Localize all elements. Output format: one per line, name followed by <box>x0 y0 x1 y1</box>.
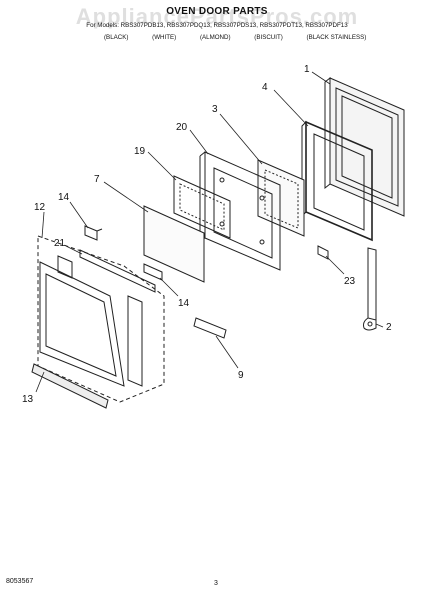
leader-lines <box>35 71 384 393</box>
callout-23: 23 <box>344 276 356 287</box>
finish-label: (ALMOND) <box>199 34 231 41</box>
finish-label: (WHITE) <box>152 34 177 41</box>
callout-2: 2 <box>386 322 392 333</box>
finish-label: (BISCUIT) <box>254 34 283 41</box>
bracket-lower <box>143 263 163 281</box>
top-trim <box>79 249 156 293</box>
diagram-code: 8053567 <box>6 578 34 585</box>
vent-trim <box>193 317 227 339</box>
callout-12: 12 <box>34 202 46 213</box>
inner-glass <box>143 205 205 283</box>
callout-1: 1 <box>304 64 310 75</box>
bracket-upper <box>84 225 103 241</box>
outer-door-panel <box>324 76 405 217</box>
inner-liner <box>199 151 281 271</box>
window-glass <box>257 159 305 237</box>
callout-4: 4 <box>262 82 268 93</box>
callout-13: 13 <box>22 394 34 405</box>
model-list: For Models: RBS307PDB13, RBS307PDQ13, RB… <box>86 22 348 29</box>
page-title: OVEN DOOR PARTS <box>166 6 268 17</box>
callout-14: 14 <box>178 298 190 309</box>
callout-9: 9 <box>238 370 244 381</box>
door-handle <box>31 363 109 409</box>
finish-list: (BLACK) (WHITE) (ALMOND) (BISCUIT) (BLAC… <box>104 34 388 41</box>
page-number: 3 <box>214 580 218 587</box>
insulation-shield <box>173 175 231 239</box>
finish-label: (BLACK STAINLESS) <box>306 34 367 41</box>
hinge <box>363 247 377 331</box>
callout-3: 3 <box>212 104 218 115</box>
callout-20: 20 <box>176 122 188 133</box>
finish-label: (BLACK) <box>104 34 129 41</box>
callout-7: 7 <box>94 174 100 185</box>
watermark: AppliancePartsPros.com <box>75 4 359 29</box>
callout-21: 21 <box>54 238 66 249</box>
small-clip <box>317 245 329 260</box>
callout-labels: 1 2 3 4 7 9 12 13 14 14 19 20 21 23 <box>22 64 392 405</box>
callout-19: 19 <box>134 146 146 157</box>
callout-14: 14 <box>58 192 70 203</box>
